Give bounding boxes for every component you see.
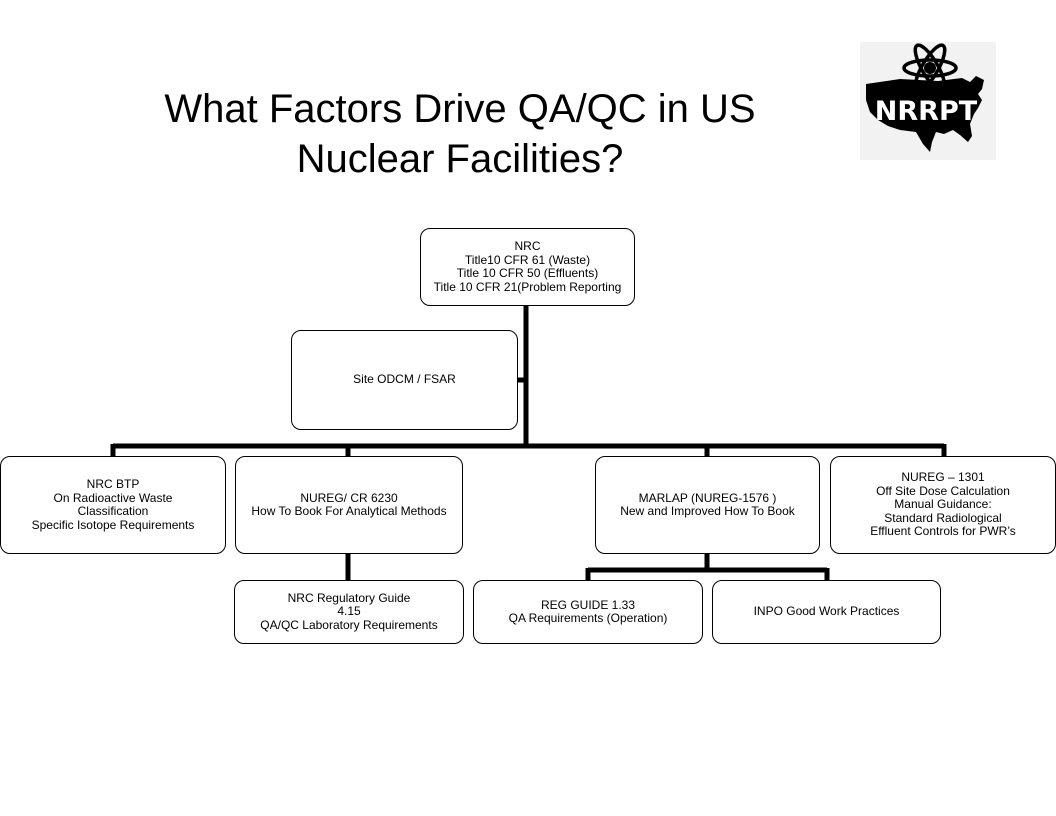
node-1301-line: Off Site Dose Calculation [876, 483, 1010, 498]
node-inpo-line: INPO Good Work Practices [753, 604, 900, 619]
node-nrc-line: Title 10 CFR 50 (Effluents) [456, 266, 599, 280]
node-133-line: REG GUIDE 1.33 [540, 597, 636, 612]
node-6230-line: NUREG/ CR 6230 [300, 490, 398, 505]
nrrpt-logo-graphic: NRRPT [860, 42, 996, 160]
us-map-icon [866, 76, 984, 152]
node-btp-line: Classification [77, 504, 149, 518]
node-nrc-line: NRC [514, 239, 541, 253]
node-nrc-btp: NRC BTP On Radioactive Waste Classificat… [0, 456, 226, 554]
node-1301-line: Manual Guidance: [894, 497, 992, 512]
node-415-line: QA/QC Laboratory Requirements [260, 617, 438, 632]
node-reg-guide-4-15: NRC Regulatory Guide 4.15 QA/QC Laborato… [234, 580, 464, 644]
node-marlap-line: MARLAP (NUREG-1576 ) [638, 490, 777, 505]
node-1301-line: NUREG – 1301 [901, 470, 985, 485]
node-btp-line: On Radioactive Waste [53, 490, 173, 505]
node-nrc-line: Title 10 CFR 21(Problem Reporting [433, 279, 622, 294]
node-btp-line: NRC BTP [86, 477, 140, 491]
node-6230-line: How To Book For Analytical Methods [251, 504, 447, 518]
node-415-line: 4.15 [337, 604, 361, 619]
slide-title: What Factors Drive QA/QC in US Nuclear F… [90, 84, 830, 184]
node-marlap: MARLAP (NUREG-1576 ) New and Improved Ho… [595, 456, 820, 554]
node-133-line: QA Requirements (Operation) [508, 611, 668, 625]
slide-title-line-1: What Factors Drive QA/QC in US [164, 87, 756, 131]
node-415-line: NRC Regulatory Guide [287, 590, 411, 605]
node-nrc: NRC Title10 CFR 61 (Waste) Title 10 CFR … [420, 228, 635, 306]
nrrpt-logo: NRRPT [860, 42, 996, 160]
node-1301-line: Standard Radiological [884, 510, 1002, 525]
node-inpo: INPO Good Work Practices [712, 580, 941, 644]
node-reg-guide-1-33: REG GUIDE 1.33 QA Requirements (Operatio… [473, 580, 703, 644]
logo-text: NRRPT [875, 96, 978, 127]
node-nrc-line: Title10 CFR 61 (Waste) [464, 252, 591, 267]
node-site-odcm-fsar: Site ODCM / FSAR [291, 330, 518, 430]
node-nureg-cr-6230: NUREG/ CR 6230 How To Book For Analytica… [235, 456, 463, 554]
node-btp-line: Specific Isotope Requirements [31, 517, 195, 532]
node-marlap-line: New and Improved How To Book [620, 504, 795, 518]
node-nureg-1301: NUREG – 1301 Off Site Dose Calculation M… [830, 456, 1056, 554]
node-1301-line: Effluent Controls for PWR’s [870, 524, 1016, 539]
slide-title-line-2: Nuclear Facilities? [296, 137, 624, 181]
node-site-line: Site ODCM / FSAR [353, 372, 456, 387]
